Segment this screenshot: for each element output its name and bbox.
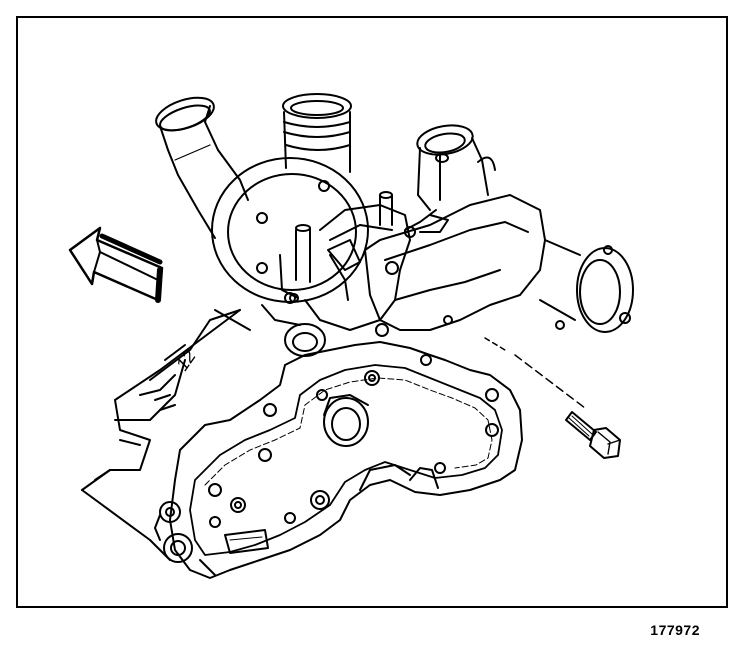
thermostat-housing xyxy=(364,124,634,333)
bolt-icon xyxy=(565,411,621,459)
front-cover xyxy=(169,341,523,579)
engine-block xyxy=(81,309,251,561)
crankshaft-seal-bore xyxy=(323,394,369,447)
figure-number: 177972 xyxy=(650,622,700,638)
illustration-frame xyxy=(16,16,728,608)
bolt-alignment-line xyxy=(484,337,586,409)
water-pump-housing xyxy=(155,93,411,357)
mounting-bosses xyxy=(154,501,193,563)
front-direction-arrow-icon xyxy=(68,226,164,303)
